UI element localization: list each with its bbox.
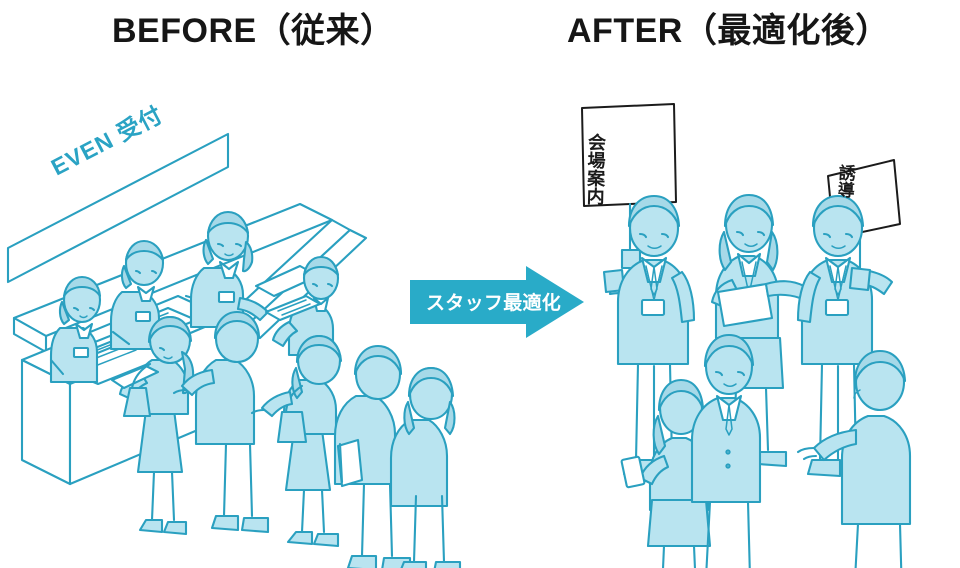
- visitor-pointing-man: [796, 349, 912, 568]
- staff-reception-a: [49, 275, 102, 384]
- sign-hall-guide: [581, 103, 677, 270]
- after-sign-guide-text: 誘導: [834, 163, 856, 199]
- page-title-before: BEFORE（従来）: [112, 12, 395, 50]
- visitor-suit-man: [690, 333, 762, 568]
- staff-reception-b: [109, 239, 181, 351]
- visitor-queue-woman-1: [250, 334, 343, 548]
- before-banner-sign: [6, 132, 230, 284]
- after-illustration: .ln2{fill:none;stroke:#2aa0c0;stroke-wid…: [560, 60, 960, 568]
- page-title-after: AFTER（最適化後）: [567, 12, 890, 50]
- visitor-counter-woman: [110, 315, 195, 536]
- before-illustration: .ln{fill:none;stroke:#2aa0c0;stroke-widt…: [0, 60, 470, 568]
- staff-sign-holder-left: [602, 194, 696, 480]
- visitor-counter-man: [172, 310, 270, 534]
- after-sign-hall-text: 会場案内: [584, 132, 607, 206]
- visitor-queue-woman-2: [389, 366, 462, 568]
